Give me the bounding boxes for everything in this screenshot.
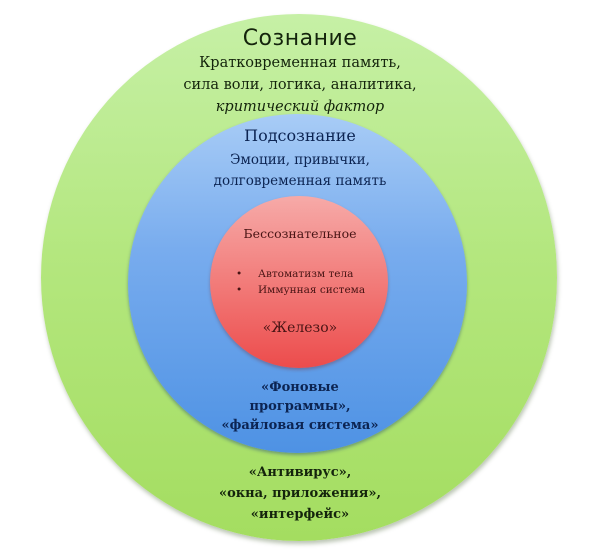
consciousness-description-line: критический фактор <box>215 99 385 115</box>
subconscious-description-line: долговременная память <box>213 173 387 189</box>
consciousness-footer-line: «Антивирус», <box>248 465 352 480</box>
subconscious-footer-line: «Фоновые <box>261 380 339 395</box>
consciousness-description-line: Кратковременная память, <box>199 55 401 71</box>
consciousness-footer: «Антивирус», «окна, приложения», «интерф… <box>0 462 600 525</box>
consciousness-footer-line: «окна, приложения», <box>218 486 382 501</box>
subconscious-description-line: Эмоции, привычки, <box>230 152 370 168</box>
subconscious-footer: «Фоновые программы», «файловая система» <box>0 378 600 435</box>
subconscious-footer-line: «файловая система» <box>221 418 379 433</box>
list-item: Иммунная система <box>236 282 365 298</box>
unconscious-title: Бессознательное <box>243 226 357 241</box>
unconscious-list: Автоматизм тела Иммунная система <box>236 266 365 298</box>
consciousness-description: Кратковременная память, сила воли, логик… <box>0 52 600 118</box>
list-item: Автоматизм тела <box>236 266 365 282</box>
subconscious-description: Эмоции, привычки, долговременная память <box>0 150 600 192</box>
unconscious-footer: «Железо» <box>262 320 338 336</box>
consciousness-footer-line: «интерфейс» <box>250 507 350 522</box>
subconscious-footer-line: программы», <box>249 399 351 414</box>
consciousness-title: Сознание <box>242 26 358 51</box>
subconscious-title: Подсознание <box>244 126 356 145</box>
consciousness-description-line: сила воли, логика, аналитика, <box>183 77 417 93</box>
